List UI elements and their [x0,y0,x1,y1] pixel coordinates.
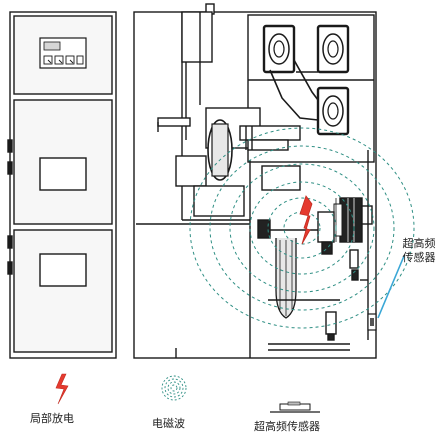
cabinet-front-view [7,11,117,359]
viewing-window [39,253,87,287]
legend-sensor-icon [270,401,320,413]
uhf-sensor-callout-label: 超高频传感器 [402,237,436,264]
busbar-insulators [262,24,350,136]
legend-em-wave-label: 电磁波 [152,417,185,430]
current-transformer [261,165,373,243]
viewing-window [39,157,87,191]
legend-partial-discharge-label: 局部放电 [30,412,74,425]
legend-uhf-sensor-label: 超高频传感器 [254,420,320,433]
legend-discharge-icon [55,373,69,405]
meter-icons [43,55,84,65]
legend-em-wave-icon [161,375,187,401]
partial-discharge-icon [299,195,313,245]
uhf-sensor-device [367,313,377,331]
cabinet-side-view [133,3,377,359]
sensor-pointer-line [377,255,405,319]
